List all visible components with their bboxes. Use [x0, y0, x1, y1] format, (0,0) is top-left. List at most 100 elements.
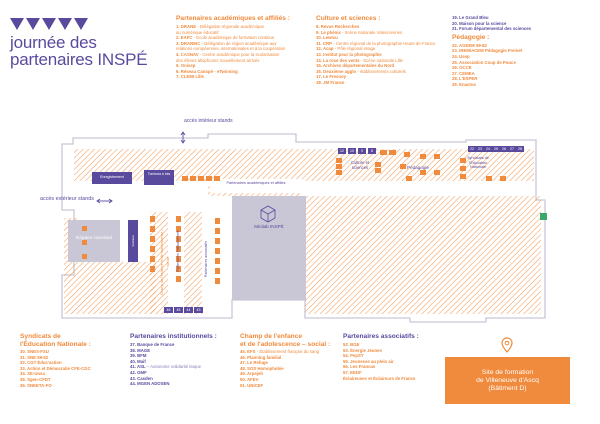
culture-item-sub: - Scène nationale Valenciennes [340, 29, 403, 35]
culture-item: 16. Deuxième agglo - établissements cult… [316, 69, 435, 75]
academiques-map-label: Partenaires académiques et affiliés [226, 181, 286, 185]
pedagogie-heading: Pédagogie : [452, 33, 490, 41]
culture-item: 10. Lewicu [316, 35, 435, 41]
stand-number-badge: 28 [516, 146, 524, 152]
stand-number-badge: 26 [500, 146, 508, 152]
syndicats-map-label: Syndicats de l'Éducation Nationale [467, 156, 489, 170]
associatifs-item: 57. EEDF [343, 370, 419, 376]
stand-number-badge: 27 [508, 146, 516, 152]
academic-heading: Partenaires académiques et affiliés : [176, 15, 290, 22]
academic-item-label: 6. Réseau Canopé - eTwinning [176, 68, 238, 74]
stand-number-badge: 22 [468, 146, 476, 152]
academic-item: 6. Réseau Canopé - eTwinning [176, 69, 290, 75]
institutionnels-item-label: 37. Banque de France [130, 342, 175, 347]
culture-item: 11. CRP - Centre régional de la photogra… [316, 41, 435, 47]
syndicats-item: 33. Action et Démocratie CFE-CGC [20, 366, 91, 372]
associatifs-item: 53. Énergie Jeunes [343, 348, 419, 354]
academic-item: 3. DRAREIC - Délégation de région académ… [176, 41, 290, 47]
associatifs-item-label: Éclaireuses et Éclaireurs de France [343, 375, 416, 381]
institutionnels-item-label: 44. MGEN ADOSEN [130, 381, 170, 387]
academic-item-label: 3. DRAREIC [176, 40, 201, 46]
institutionnels-item: 39. BFM [130, 353, 217, 359]
pedagogie-item-label: 24. Usep [452, 53, 470, 59]
pedagogie-item-label: 23. IREM/ACEM Pédagogie Freinet [452, 48, 523, 54]
academic-item: 2. EAFC - Ecole académique de formation … [176, 35, 290, 41]
enfance-item-label: 47. Le Refuge [240, 360, 268, 366]
right-area [305, 196, 541, 314]
enfance-item: 46. Planning familial [240, 355, 330, 361]
vestiaire-map-label: Vestiaire [131, 235, 135, 247]
acces-interieur-label: accès intérieur stands [184, 118, 233, 124]
culture2-item-label: 21. Forum départemental des sciences [452, 26, 532, 32]
site-box: Site de formation de Villeneuve d'Ascq (… [445, 357, 570, 404]
culture-item: 8. Revue Recherches [316, 24, 435, 30]
culture-heading: Culture et sciences : [316, 15, 381, 22]
associatifs-item-label: 56. Les Francas [343, 364, 376, 370]
exit-sign-icon [540, 213, 547, 220]
minilab-map-label: Minilab INSPÉ [254, 224, 284, 229]
culture2-item-label: 19. Le Grand Bleu [452, 15, 489, 20]
stand-number-badge: 8 [368, 148, 376, 154]
vestiaire-room [128, 220, 138, 262]
enfance-item-label: 50. AFEV [240, 376, 259, 382]
enfance-corridor [184, 212, 202, 314]
culture-item: 18. JM France [316, 80, 435, 86]
associatifs-item-label: 54. PepSY [343, 353, 364, 359]
enfance-list: Champ de l'enfance et de l'adolescence –… [240, 333, 330, 388]
academic-item-sub: - Ecole académique de formation continue [192, 35, 275, 41]
institutionnels-item-label: 40. Maif [130, 358, 146, 364]
institutionnels-item: 43. Casden [130, 376, 217, 382]
culture-item: 17. Le Fresnoy [316, 74, 435, 80]
pedagogie-item: 29. Enactus [452, 82, 531, 88]
associatifs-item-label: 55. Jeunesse au plein air [343, 358, 394, 364]
syndicats-item: 36. SNEETA-FO [20, 383, 91, 389]
syndicats-heading-1: Syndicats de [20, 333, 61, 340]
stand-number-badge: 12 [338, 148, 346, 154]
institutionnels-item-label: 39. BFM [130, 353, 147, 359]
pedagogie-item: 27. CEMEA [452, 71, 531, 77]
pedagogie-item: 26. OCCE [452, 65, 531, 71]
syndicats-item: 35. Sgen-CFDT [20, 377, 91, 383]
culture2-item-label: 20. Maison pour la science [452, 20, 507, 26]
syndicats-item-label: 32. CGT Éduc'action [20, 360, 62, 366]
academic-list: Partenaires académiques et affiliés : 1.… [176, 15, 290, 80]
associatifs-heading: Partenaires associatifs : [343, 333, 419, 340]
culture-item-label: 16. Deuxième agglo [316, 68, 357, 74]
academic-item: 4. CASNAV - Centre académique pour la sc… [176, 52, 290, 58]
enfance-item-label: 45. EFS [240, 349, 256, 354]
academic-item-sub: au numérique éducatif [176, 29, 219, 35]
institutionnels-item: 38. MAGE [130, 348, 217, 354]
institutionnels-item-sub: – Autonome solidarité laïque [145, 364, 202, 370]
enfance-heading-2: et de l'adolescence – social : [240, 341, 331, 348]
pedagogie-item: 22. AGEEM 59-62 [452, 43, 531, 49]
enfance-map-label: Champ de l'enfance et de l'adolescence –… [160, 228, 170, 296]
bottom-left-area [80, 262, 156, 314]
access-arrow-interior-icon [180, 131, 186, 144]
acces-exterieur-label: accès extérieur stands [40, 196, 94, 202]
culture-map-label: Culture et sciences [350, 160, 370, 170]
institutionnels-map-label: Partenaires institutionnels [176, 230, 180, 272]
associatifs-item: 54. PepSY [343, 353, 419, 359]
enfance-item: 51. UNICEF [240, 383, 330, 389]
academic-item-label: 7. CLEMI Lille [176, 74, 204, 80]
stand-number-badge: 10 [348, 148, 356, 154]
pedagogie-item-label: 22. AGEEM 59-62 [452, 42, 487, 48]
academic-item-label: 1. DRANE [176, 24, 197, 29]
academic-item: 7. CLEMI Lille [176, 74, 290, 80]
culture-list: Culture et sciences : 8. Revue Recherche… [316, 15, 435, 86]
culture-item-label: 12. Acap [316, 46, 334, 52]
espace-convivial-room [68, 220, 120, 262]
enfance-item-label: 46. Planning familial [240, 354, 282, 360]
culture-item-label: 13. Institut pour la photographie [316, 51, 382, 57]
associatifs-item: 55. Jeunesse au plein air [343, 359, 419, 365]
stand-blocks [82, 150, 506, 284]
stand-number-badge: 44 [184, 307, 193, 313]
site-line-3: (Bâtiment D) [488, 384, 527, 392]
pedagogie-item: 24. Usep [452, 54, 531, 60]
pedagogie-item-label: 25. Association Coup de Pouce [452, 59, 516, 65]
pedagogie-item-label: 27. CEMEA [452, 70, 475, 76]
culture-item-label: 18. JM France [316, 79, 345, 85]
academic-item: relations européennes, internationales e… [176, 46, 290, 52]
enfance-item-sub: - Établissement français du sang [255, 349, 320, 354]
